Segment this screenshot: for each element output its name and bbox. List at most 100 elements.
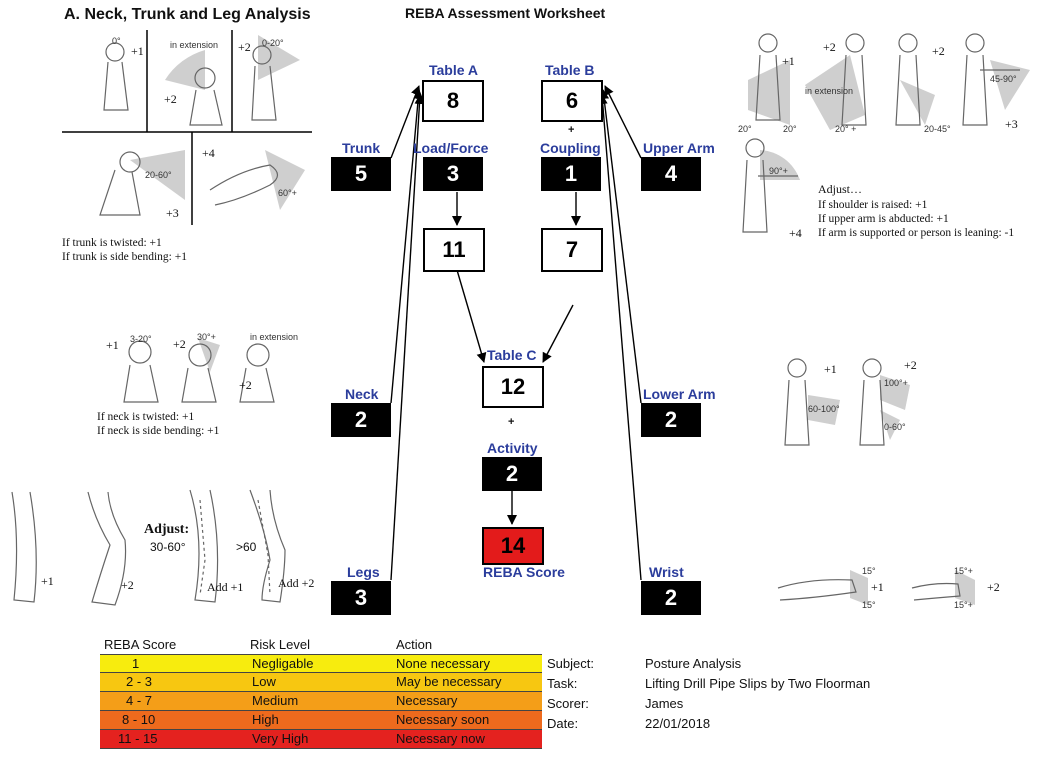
- neck-label: Neck: [345, 386, 379, 402]
- table-b-box: 6: [541, 80, 603, 122]
- upper-arm-score-2a: +2: [823, 40, 836, 54]
- trunk-figures: [99, 35, 305, 216]
- wrist-deg-15a: 15°: [862, 566, 876, 576]
- connector-arrows: [390, 85, 642, 581]
- legend-risk: Medium: [252, 693, 299, 708]
- legend-head-action: Action: [396, 637, 433, 652]
- neck-in-extension: in extension: [250, 332, 299, 342]
- lower-arm-score-2: +2: [904, 358, 917, 372]
- legend-action: May be necessary: [396, 674, 502, 689]
- coupling-label: Coupling: [540, 140, 601, 156]
- upper-arm-deg-20c: 20° +: [835, 124, 857, 134]
- activity-label: Activity: [487, 440, 538, 456]
- trunk-score-3: +3: [166, 206, 179, 220]
- legs-score-1: +1: [41, 574, 54, 588]
- table-c-box: 12: [482, 366, 544, 408]
- trunk-score-2b: +2: [238, 40, 251, 54]
- task-value: Lifting Drill Pipe Slips by Two Floorman: [645, 676, 871, 691]
- legend-head-risk: Risk Level: [250, 637, 310, 652]
- lower-arm-score-1: +1: [824, 362, 837, 376]
- legend-row: 8 - 10 High Necessary soon: [100, 711, 542, 730]
- legend-action: Necessary soon: [396, 712, 490, 727]
- table-a-label: Table A: [429, 62, 479, 78]
- section-title: A. Neck, Trunk and Leg Analysis: [64, 6, 311, 23]
- wrist-label: Wrist: [649, 564, 684, 580]
- trunk-in-extension: in extension: [170, 40, 219, 50]
- trunk-panel-grid: [62, 30, 312, 225]
- upper-arm-deg-90: 90°+: [769, 166, 788, 176]
- load-force-box: 3: [423, 157, 483, 191]
- legend-head-score: REBA Score: [104, 637, 177, 652]
- table-a-box: 8: [422, 80, 484, 122]
- upper-arm-deg-20a: 20°: [738, 124, 752, 134]
- lower-arm-label: Lower Arm: [643, 386, 716, 402]
- legs-score-2: +2: [121, 578, 134, 592]
- trunk-score-4: +4: [202, 146, 215, 160]
- lower-arm-deg-0-60: 0-60°: [884, 422, 906, 432]
- plus-c: +: [508, 416, 515, 428]
- legs-figures: [11, 489, 286, 606]
- wrist-deg-15c: 15°+: [954, 566, 973, 576]
- legs-label: Legs: [347, 564, 380, 580]
- legend-risk: Negligable: [252, 656, 314, 671]
- upper-arm-deg-20b: 20°: [783, 124, 797, 134]
- trunk-deg-20-60: 20-60°: [145, 170, 172, 180]
- sum-b-box: 7: [541, 228, 603, 272]
- upper-arm-box: 4: [641, 157, 701, 191]
- legs-add-1: Add +1: [207, 580, 244, 594]
- task-label: Task:: [547, 676, 578, 691]
- scorer-label: Scorer:: [547, 696, 589, 711]
- activity-box: 2: [482, 457, 542, 491]
- trunk-box: 5: [331, 157, 391, 191]
- neck-score-1: +1: [106, 338, 119, 352]
- legend-action: None necessary: [396, 656, 490, 671]
- worksheet-title: REBA Assessment Worksheet: [405, 5, 606, 21]
- legend-score: 8 - 10: [122, 712, 156, 727]
- legend-score: 11 - 15: [118, 731, 158, 746]
- legend-row: 4 - 7 Medium Necessary: [100, 692, 542, 711]
- legend-risk: Low: [252, 674, 276, 689]
- upper-arm-deg-20-45: 20-45°: [924, 124, 951, 134]
- wrist-deg-15b: 15°: [862, 600, 876, 610]
- load-force-label: Load/Force: [413, 140, 489, 156]
- trunk-deg-60: 60°+: [278, 188, 297, 198]
- upper-arm-deg-45-90: 45-90°: [990, 74, 1017, 84]
- table-b-label: Table B: [545, 62, 595, 78]
- plus-b: +: [568, 124, 575, 136]
- date-label: Date:: [547, 716, 579, 731]
- upper-arm-adj-2: If upper arm is abducted: +1: [818, 213, 949, 225]
- neck-score-2b: +2: [239, 378, 252, 392]
- legs-add-2: Add +2: [278, 576, 315, 590]
- wrist-score-1: +1: [871, 580, 884, 594]
- upper-arm-score-1: +1: [782, 54, 795, 68]
- neck-score-2a: +2: [173, 337, 186, 351]
- legs-deg-60: >60: [236, 540, 257, 554]
- upper-arm-adjust: Adjust…: [818, 182, 863, 196]
- upper-arm-adj-3: If arm is supported or person is leaning…: [818, 227, 1015, 239]
- trunk-score-2a: +2: [164, 92, 177, 106]
- trunk-note-side: If trunk is side bending: +1: [62, 251, 187, 263]
- neck-deg-10-20: 3-20°: [130, 334, 152, 344]
- legend-action: Necessary: [396, 693, 458, 708]
- trunk-note-twisted: If trunk is twisted: +1: [62, 237, 162, 249]
- legend-risk: Very High: [252, 731, 309, 746]
- coupling-box: 1: [541, 157, 601, 191]
- legs-deg-30-60: 30-60°: [150, 540, 186, 554]
- upper-arm-score-2b: +2: [932, 44, 945, 58]
- legs-adjust: Adjust:: [144, 522, 190, 537]
- upper-arm-label: Upper Arm: [643, 140, 715, 156]
- legend-score: 4 - 7: [126, 693, 153, 708]
- neck-deg-20: 30°+: [197, 332, 216, 342]
- wrist-score-2: +2: [987, 580, 1000, 594]
- upper-arm-in-extension: in extension: [805, 86, 854, 96]
- upper-arm-adj-1: If shoulder is raised: +1: [818, 199, 928, 211]
- lower-arm-box: 2: [641, 403, 701, 437]
- legend-row: 11 - 15 Very High Necessary now: [100, 730, 542, 749]
- legend-row: 1 Negligable None necessary: [100, 654, 542, 673]
- trunk-score-1: +1: [131, 44, 144, 58]
- reba-score-label: REBA Score: [483, 564, 565, 580]
- neck-note-twisted: If neck is twisted: +1: [97, 411, 195, 423]
- upper-arm-score-3: +3: [1005, 117, 1018, 131]
- wrist-box: 2: [641, 581, 701, 615]
